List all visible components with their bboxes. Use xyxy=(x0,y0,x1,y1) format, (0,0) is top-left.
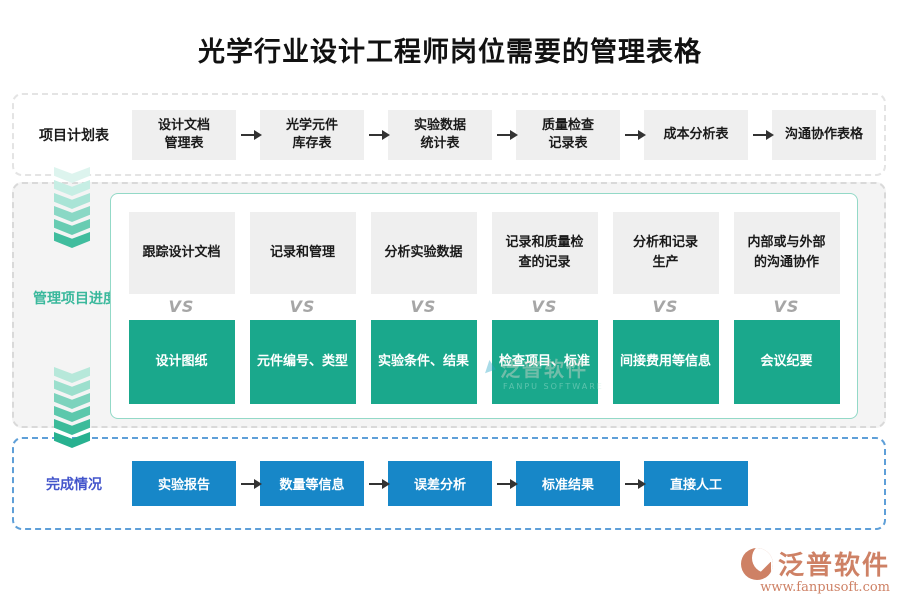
arrow-right-icon xyxy=(241,129,262,140)
done-box-experiment-report: 实验报告 xyxy=(132,461,236,506)
plan-box-cost-analysis: 成本分析表 xyxy=(644,109,748,160)
progress-panel: 跟踪设计文档 VS 设计图纸 记录和管理 VS 元件编号、类型 分析实验数据 V… xyxy=(110,193,858,419)
vs-label: VS xyxy=(531,297,558,316)
chevron-down-icon xyxy=(54,380,90,396)
vs-label: VS xyxy=(410,297,437,316)
footer-brand-row[interactable]: 泛普软件 xyxy=(740,545,890,582)
plan-box-experiment-stats: 实验数据 统计表 xyxy=(388,109,492,160)
task-box: 分析和记录 生产 xyxy=(612,212,719,294)
plan-box-optical-inventory: 光学元件 库存表 xyxy=(260,109,364,160)
project-plan-section: 项目计划表 设计文档 管理表 光学元件 库存表 实验数据 统计表 质量检查 记录… xyxy=(12,93,886,176)
progress-label: 管理项目进度 xyxy=(33,291,117,307)
task-box: 跟踪设计文档 xyxy=(128,212,235,294)
chevron-down-icon xyxy=(54,419,90,435)
fanpu-logo-icon xyxy=(740,547,773,580)
vs-label: VS xyxy=(652,297,679,316)
chevron-down-icon xyxy=(54,432,90,448)
done-flow: 实验报告 数量等信息 误差分析 标准结果 直接人工 xyxy=(132,461,748,506)
plan-label: 项目计划表 xyxy=(39,127,109,144)
progress-column: 跟踪设计文档 VS 设计图纸 xyxy=(128,212,235,418)
arrow-right-icon xyxy=(625,478,646,489)
chevron-down-icon xyxy=(54,219,90,235)
plan-box-design-docs: 设计文档 管理表 xyxy=(132,109,236,160)
task-box: 分析实验数据 xyxy=(370,212,477,294)
chevron-down-icon xyxy=(54,367,90,383)
footer-logo: 泛普软件 www.fanpusoft.com xyxy=(740,545,890,595)
chevron-down-icon xyxy=(54,180,90,196)
arrow-right-icon xyxy=(753,129,774,140)
progress-column: 分析实验数据 VS 实验条件、结果 xyxy=(370,212,477,418)
footer-url-link[interactable]: www.fanpusoft.com xyxy=(760,580,890,595)
data-box: 设计图纸 xyxy=(128,320,235,404)
chevron-down-icon xyxy=(54,393,90,409)
progress-section: 管理项目进度 跟踪设计文档 VS 设计图纸 记录和管理 VS 元件编号、类型 分… xyxy=(12,182,886,428)
arrow-right-icon xyxy=(369,478,390,489)
done-box-direct-labor: 直接人工 xyxy=(644,461,748,506)
page-title: 光学行业设计工程师岗位需要的管理表格 xyxy=(198,37,702,68)
chevron-stack-bottom xyxy=(54,367,90,448)
task-box: 内部或与外部 的沟通协作 xyxy=(733,212,840,294)
data-box: 会议纪要 xyxy=(733,320,840,404)
chevron-down-icon xyxy=(54,206,90,222)
arrow-right-icon xyxy=(497,129,518,140)
plan-box-communication: 沟通协作表格 xyxy=(772,109,876,160)
done-box-quantity-info: 数量等信息 xyxy=(260,461,364,506)
done-box-error-analysis: 误差分析 xyxy=(388,461,492,506)
task-box: 记录和管理 xyxy=(249,212,356,294)
done-box-standard-result: 标准结果 xyxy=(516,461,620,506)
progress-column: 记录和管理 VS 元件编号、类型 xyxy=(249,212,356,418)
plan-box-quality-check: 质量检查 记录表 xyxy=(516,109,620,160)
data-box: 间接费用等信息 xyxy=(612,320,719,404)
progress-column: 记录和质量检 查的记录 VS 检查项目、标准 xyxy=(491,212,598,418)
done-section: 完成情况 实验报告 数量等信息 误差分析 标准结果 直接人工 xyxy=(12,437,886,530)
vs-label: VS xyxy=(168,297,195,316)
data-box: 实验条件、结果 xyxy=(370,320,477,404)
plan-flow: 设计文档 管理表 光学元件 库存表 实验数据 统计表 质量检查 记录表 成本分析… xyxy=(132,109,876,160)
progress-column: 分析和记录 生产 VS 间接费用等信息 xyxy=(612,212,719,418)
chevron-stack-top xyxy=(54,167,90,248)
done-label: 完成情况 xyxy=(46,476,102,493)
data-box: 检查项目、标准 xyxy=(491,320,598,404)
footer-brand-name[interactable]: 泛普软件 xyxy=(777,551,890,581)
arrow-right-icon xyxy=(497,478,518,489)
arrow-right-icon xyxy=(241,478,262,489)
chevron-down-icon xyxy=(54,232,90,248)
task-box: 记录和质量检 查的记录 xyxy=(491,212,598,294)
chevron-down-icon xyxy=(54,167,90,183)
arrow-right-icon xyxy=(369,129,390,140)
vs-label: VS xyxy=(289,297,316,316)
vs-label: VS xyxy=(773,297,800,316)
progress-column: 内部或与外部 的沟通协作 VS 会议纪要 xyxy=(733,212,840,418)
chevron-down-icon xyxy=(54,193,90,209)
chevron-down-icon xyxy=(54,406,90,422)
arrow-right-icon xyxy=(625,129,646,140)
data-box: 元件编号、类型 xyxy=(249,320,356,404)
